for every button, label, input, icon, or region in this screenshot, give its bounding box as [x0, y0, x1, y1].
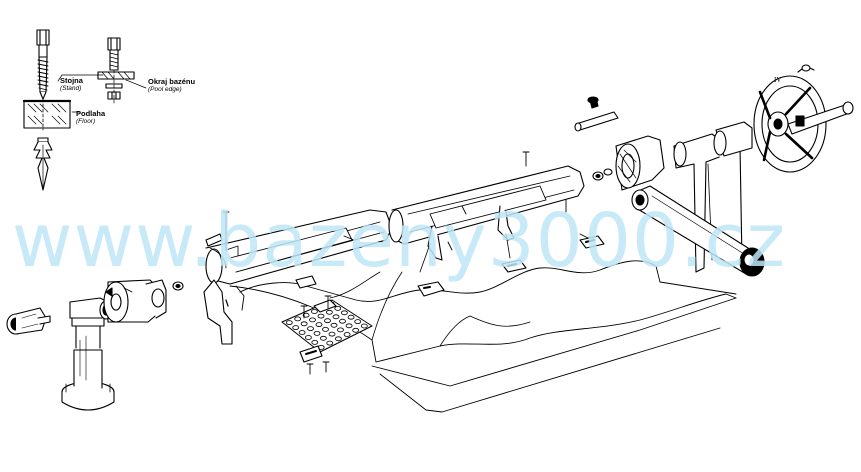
label-floor: Podlaha (Floor)	[76, 110, 105, 125]
mesh-hole	[361, 324, 367, 328]
mesh-hole	[333, 315, 339, 319]
mesh-hole	[318, 314, 324, 318]
cover-tube-section-right	[296, 152, 604, 296]
mesh-hole	[327, 341, 333, 345]
mesh-hole	[326, 310, 332, 314]
mesh-hole	[301, 322, 307, 326]
mesh-hole	[311, 310, 317, 314]
mesh-hole	[308, 327, 314, 331]
mesh-holes	[286, 302, 367, 349]
strap-mesh-panel	[282, 296, 372, 374]
mesh-hole	[355, 320, 361, 324]
mesh-hole	[305, 336, 311, 340]
mesh-hole	[338, 328, 344, 332]
mesh-hole	[303, 313, 309, 317]
wall-plug	[34, 138, 52, 190]
left-bearing-hub	[104, 280, 183, 322]
label-pool-edge: Okraj bazénu (Pool edge)	[148, 78, 195, 93]
mesh-hole	[346, 324, 352, 328]
mesh-hole	[314, 331, 320, 335]
mesh-hole	[341, 311, 347, 315]
label-stand-en: (Stand)	[60, 84, 82, 92]
label-pool-edge-en: (Pool edge)	[148, 85, 182, 93]
end-cap-left	[7, 308, 50, 334]
label-stand-cz: Stojna	[60, 76, 83, 85]
right-bearing-hub	[593, 136, 664, 190]
mesh-hole	[340, 319, 346, 323]
mesh-hole	[295, 317, 301, 321]
axle-pin	[575, 97, 618, 131]
mesh-hole	[353, 328, 359, 332]
right-crank-support	[632, 122, 764, 276]
mesh-hole	[335, 337, 341, 341]
crank-wheel[interactable]	[754, 65, 853, 172]
label-floor-en: (Floor)	[76, 117, 96, 125]
watermark: www.bazeny3000.cz	[12, 198, 787, 284]
floor-block	[24, 99, 70, 130]
mesh-hole	[335, 306, 341, 310]
mesh-hole	[316, 323, 322, 327]
mesh-hole	[299, 331, 305, 335]
mesh-hole	[312, 340, 318, 344]
mesh-hole	[293, 326, 299, 330]
mesh-hole	[344, 333, 350, 337]
mesh-hole	[286, 321, 292, 325]
lag-bolt	[37, 30, 49, 99]
mesh-hole	[329, 332, 335, 336]
hex-bolt	[98, 38, 134, 104]
mesh-hole	[331, 323, 337, 327]
mesh-hole	[323, 327, 329, 331]
anchor-detail-inset	[24, 30, 146, 190]
label-floor-cz: Podlaha	[76, 109, 106, 118]
mesh-hole	[325, 319, 331, 323]
label-stand: Stojna (Stand)	[60, 77, 83, 92]
wheel-mark: IV	[774, 76, 782, 84]
mesh-hole	[348, 315, 354, 319]
mesh-hole	[320, 336, 326, 340]
cover-tube-section-left	[204, 210, 392, 344]
mesh-hole	[310, 318, 316, 322]
label-pool-edge-cz: Okraj bazénu	[148, 77, 196, 86]
